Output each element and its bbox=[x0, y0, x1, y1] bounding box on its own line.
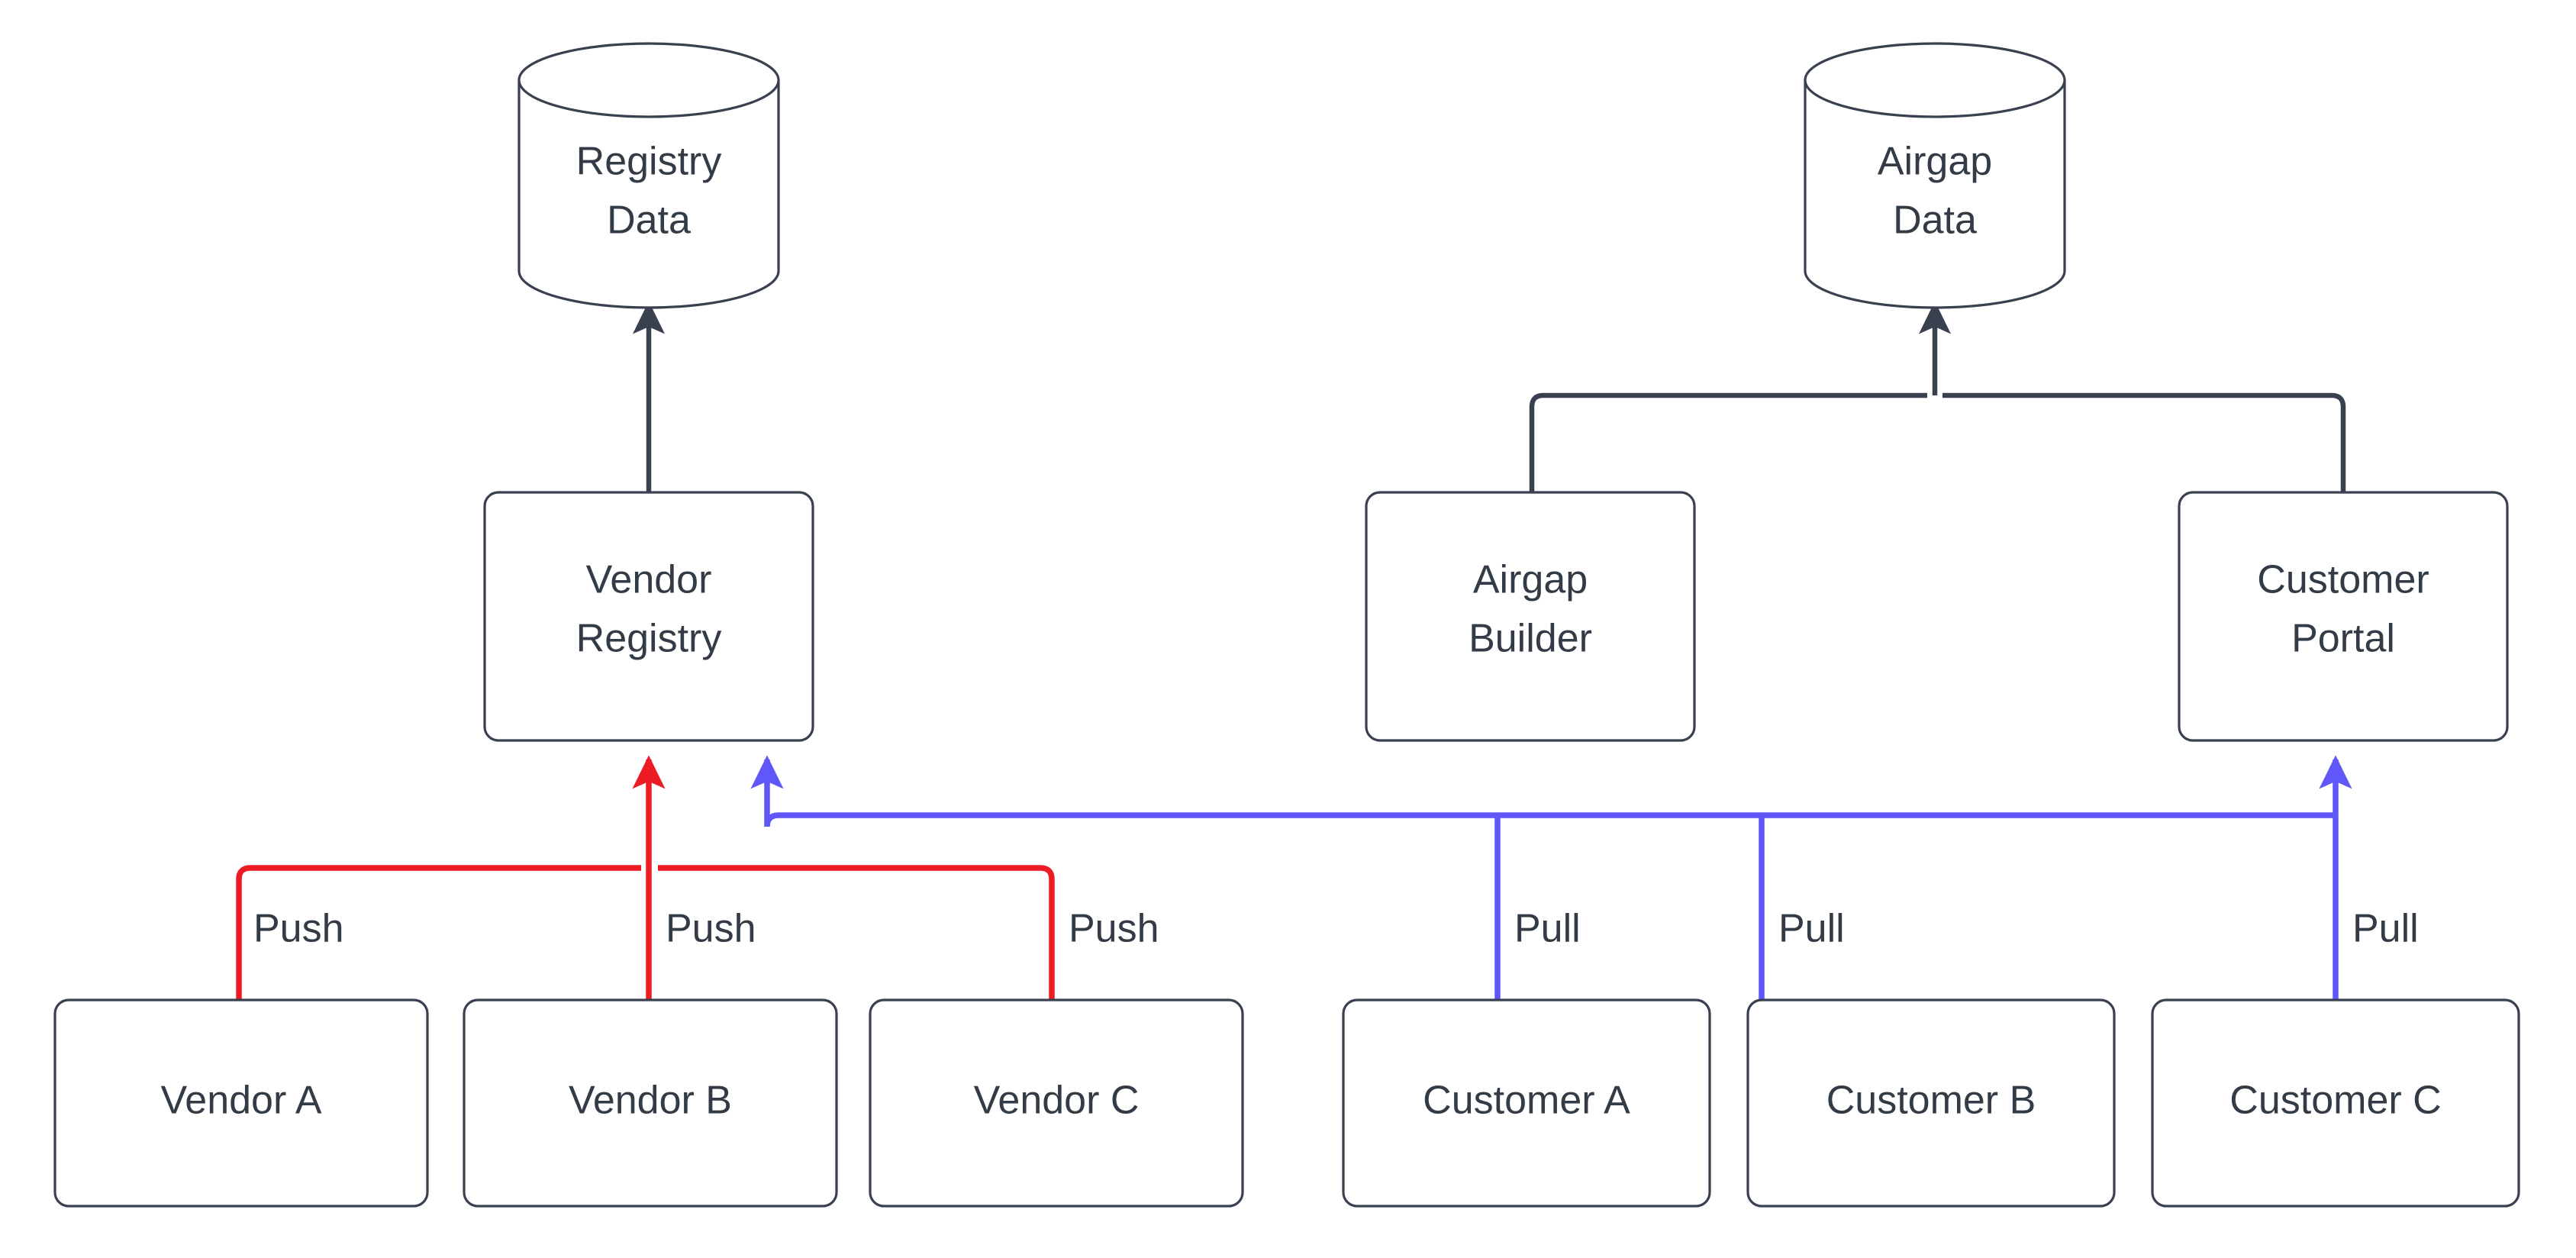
datastore-registry-data-line2: Data bbox=[607, 198, 691, 243]
datastore-airgap-data[interactable]: Airgap Data bbox=[1804, 42, 2066, 309]
actor-customer-a-label: Customer A bbox=[1423, 1079, 1630, 1123]
service-customer-portal[interactable]: Customer Portal bbox=[2178, 491, 2509, 742]
actor-customer-c[interactable]: Customer C bbox=[2151, 998, 2520, 1208]
edge-customer-portal-to-airgap-data bbox=[1942, 392, 2346, 492]
actor-vendor-b-label: Vendor B bbox=[569, 1079, 732, 1123]
actor-customer-c-label: Customer C bbox=[2229, 1079, 2441, 1123]
datastore-airgap-data-line1: Airgap bbox=[1878, 140, 1992, 184]
actor-customer-b[interactable]: Customer B bbox=[1746, 998, 2116, 1208]
service-vendor-registry-line1: Vendor bbox=[586, 558, 712, 602]
service-airgap-builder-line1: Airgap bbox=[1473, 558, 1588, 602]
actor-vendor-a-label: Vendor A bbox=[160, 1079, 321, 1123]
actor-vendor-c-label: Vendor C bbox=[974, 1079, 1140, 1123]
edge-vendor-a-push bbox=[236, 865, 641, 1000]
service-customer-portal-line1: Customer bbox=[2257, 558, 2429, 602]
edge-label-push-a: Push bbox=[253, 907, 344, 951]
service-airgap-builder[interactable]: Airgap Builder bbox=[1365, 491, 1696, 742]
actor-customer-a[interactable]: Customer A bbox=[1342, 998, 1711, 1208]
edge-label-pull-c: Pull bbox=[2352, 907, 2419, 951]
service-vendor-registry-line2: Registry bbox=[576, 617, 722, 661]
service-vendor-registry[interactable]: Vendor Registry bbox=[483, 491, 814, 742]
actor-customer-b-label: Customer B bbox=[1826, 1079, 2036, 1123]
service-customer-portal-line2: Portal bbox=[2291, 617, 2395, 661]
edge-label-pull-b: Pull bbox=[1778, 907, 1845, 951]
edge-label-pull-a: Pull bbox=[1514, 907, 1581, 951]
edge-vendor-c-push bbox=[658, 865, 1055, 1000]
service-airgap-builder-line2: Builder bbox=[1469, 617, 1592, 661]
datastore-airgap-data-line2: Data bbox=[1893, 198, 1977, 243]
actor-vendor-c[interactable]: Vendor C bbox=[869, 998, 1244, 1208]
datastore-registry-data-line1: Registry bbox=[576, 140, 722, 184]
edge-pull-trunk-left bbox=[750, 755, 784, 827]
datastore-registry-data[interactable]: Registry Data bbox=[517, 42, 780, 309]
edge-airgap-builder-to-airgap-data bbox=[1529, 392, 1927, 492]
actor-vendor-b[interactable]: Vendor B bbox=[463, 998, 838, 1208]
edge-label-push-b: Push bbox=[666, 907, 756, 951]
actor-vendor-a[interactable]: Vendor A bbox=[53, 998, 429, 1208]
edge-label-push-c: Push bbox=[1069, 907, 1159, 951]
